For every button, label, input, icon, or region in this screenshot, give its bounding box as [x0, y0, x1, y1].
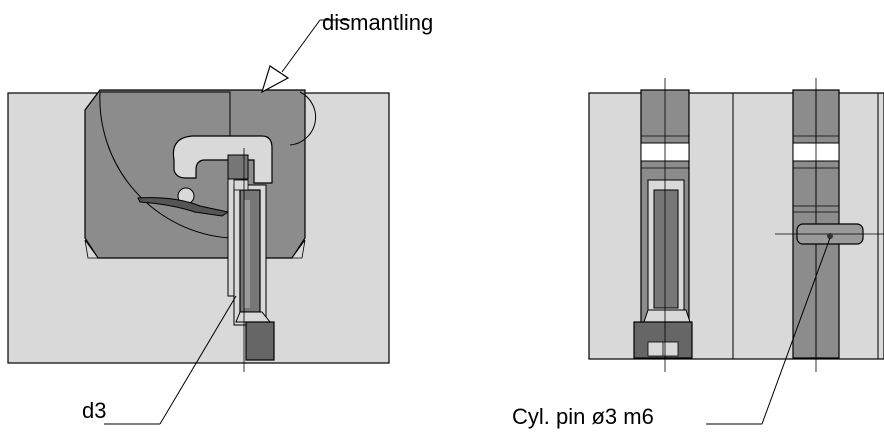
d3-callout: d3: [82, 295, 237, 425]
lever-hook: [172, 135, 273, 184]
label-dismantling: dismantling: [322, 10, 433, 35]
left-view: [7, 89, 390, 372]
arrow-icon: [260, 65, 290, 94]
pin-callout: Cyl. pin ø3 m6: [512, 237, 831, 429]
right-view: [588, 78, 884, 372]
label-cyl-pin: Cyl. pin ø3 m6: [512, 404, 654, 429]
label-d3: d3: [82, 398, 106, 423]
dismantling-callout: dismantling: [260, 10, 433, 94]
spring: [137, 197, 230, 217]
left-pin-head: [245, 321, 275, 361]
